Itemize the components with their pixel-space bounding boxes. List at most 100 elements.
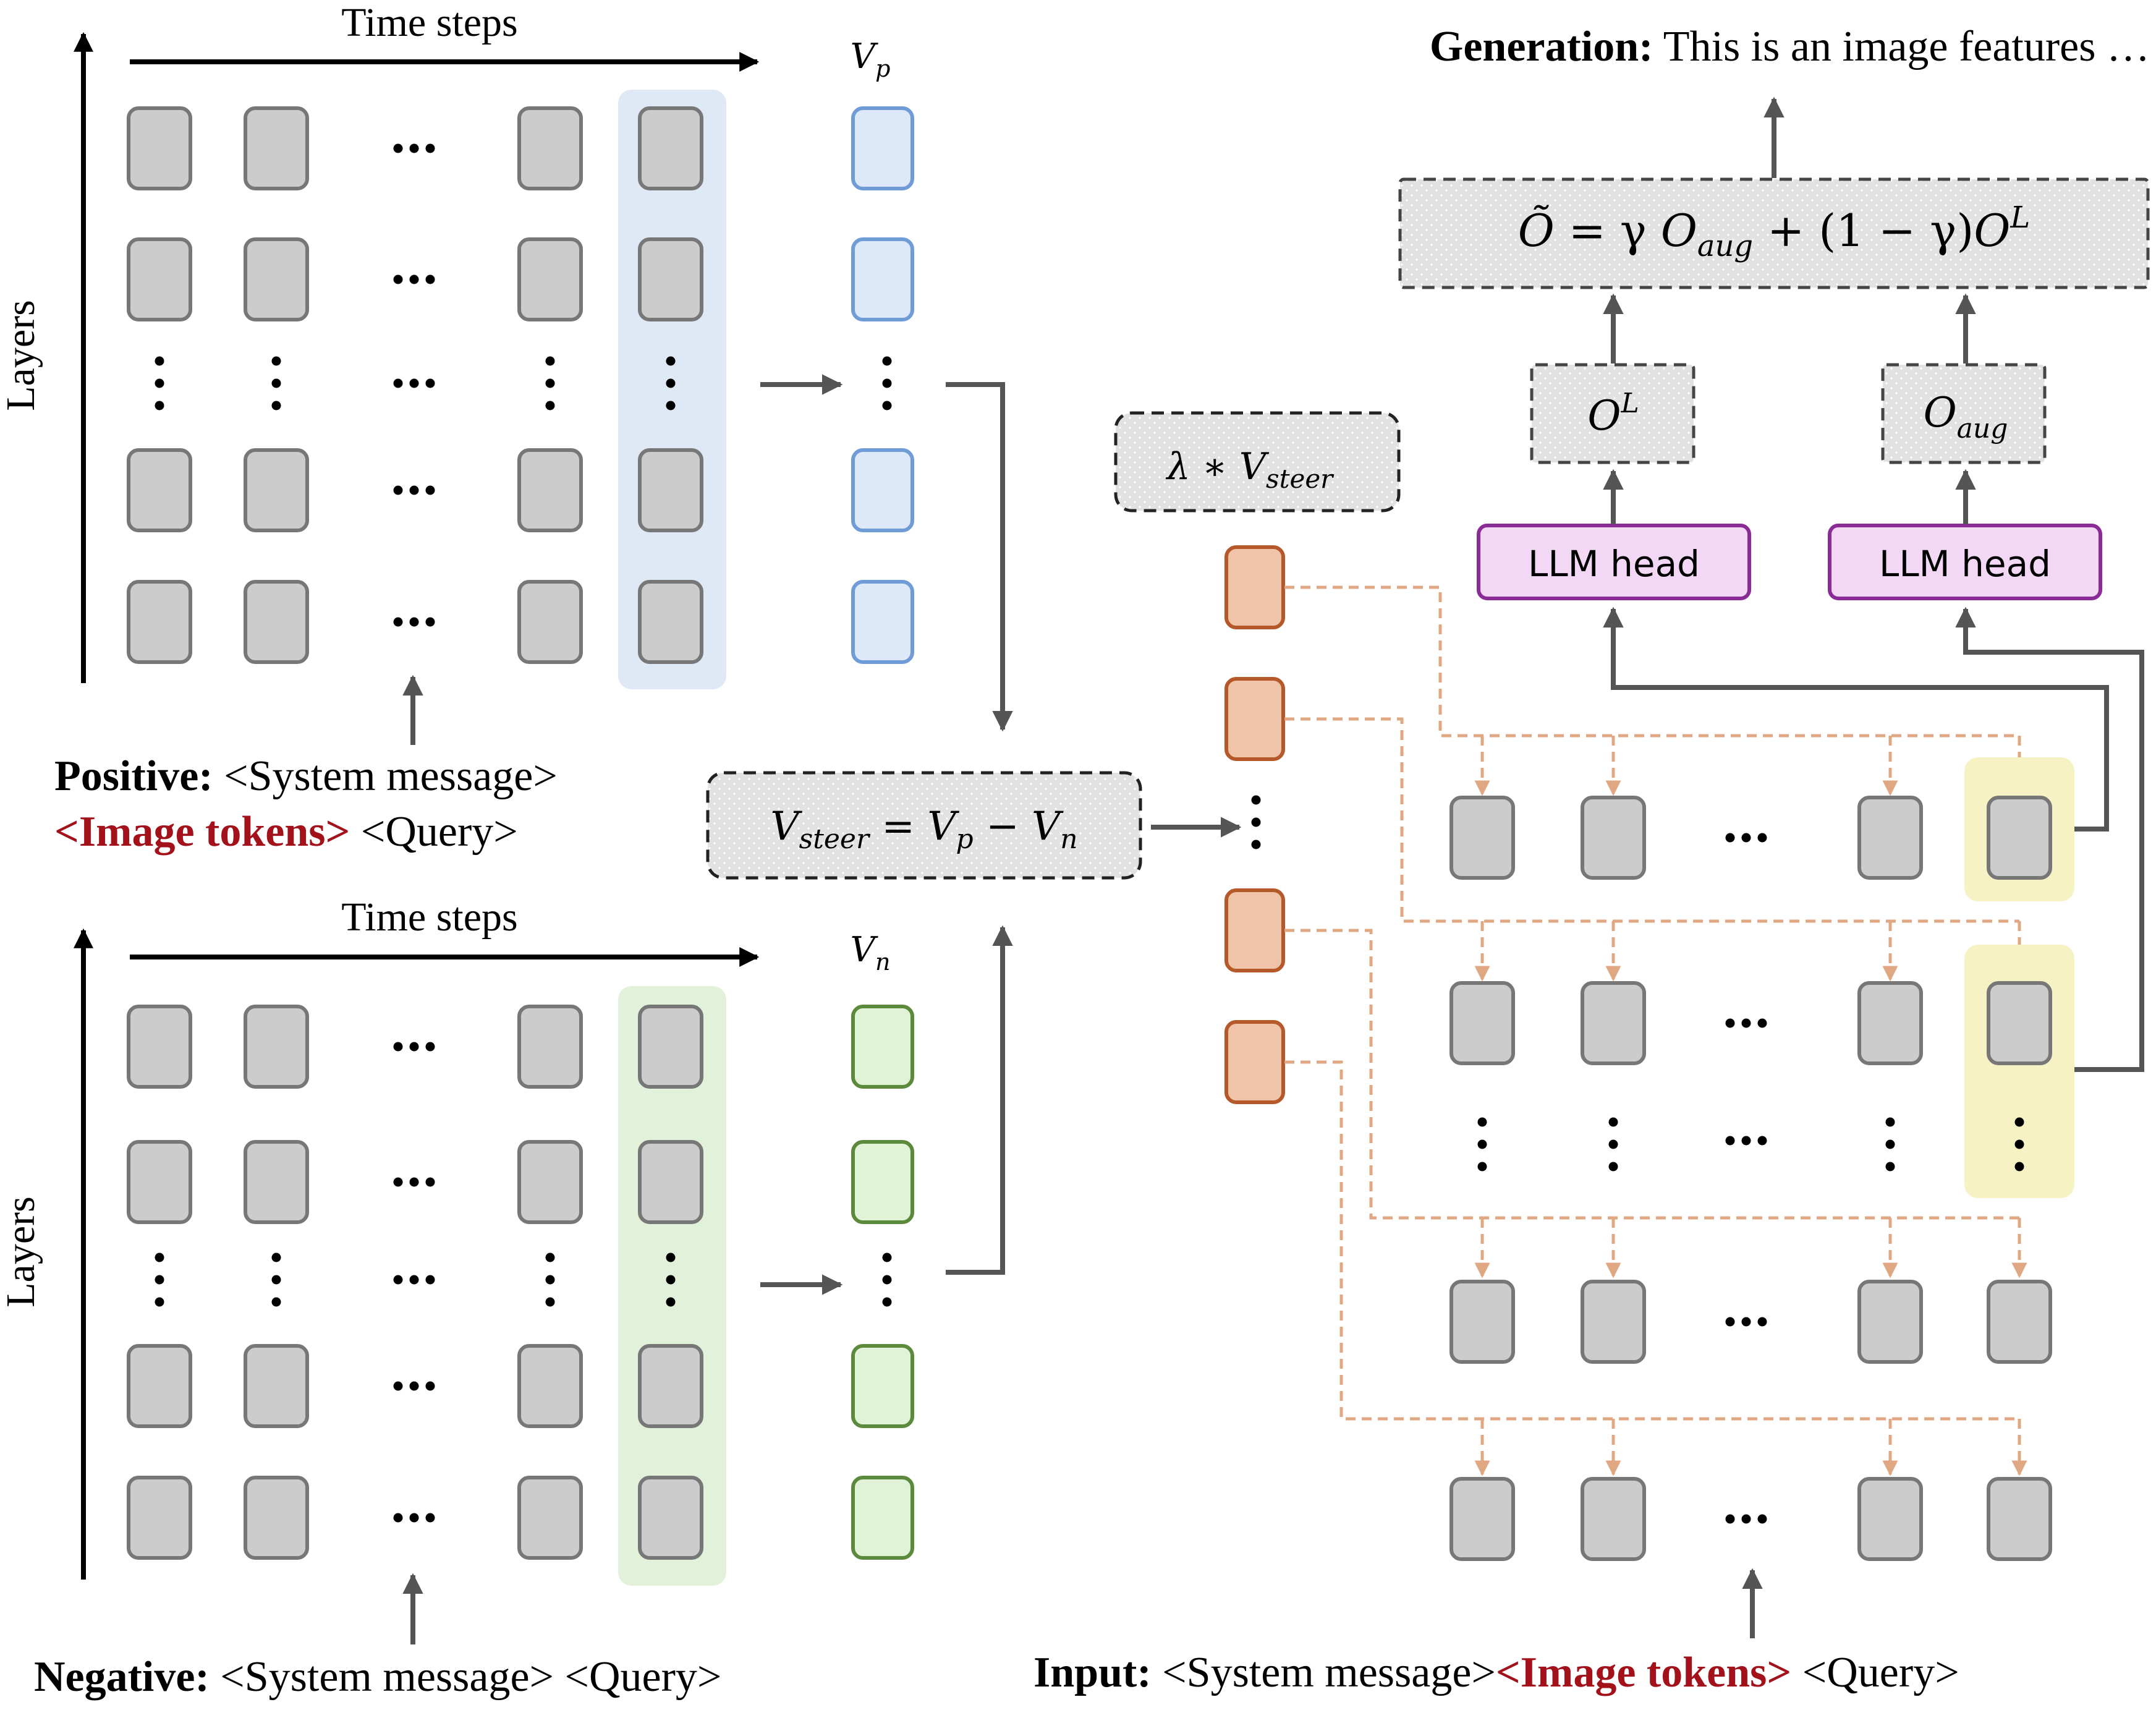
ellipsis-dots <box>425 1177 435 1187</box>
hidden-state-token <box>127 580 192 664</box>
hidden-state-token <box>127 1140 192 1224</box>
negative-layers-axis-label: Layers <box>0 1196 43 1308</box>
ellipsis-dots <box>155 378 164 388</box>
hidden-state-token <box>517 580 583 664</box>
hidden-state-token <box>244 237 309 321</box>
hidden-state-token <box>244 1476 309 1560</box>
injected-steer-vectors <box>1224 545 1285 1104</box>
ellipsis-dots <box>409 1042 419 1052</box>
ellipsis-dots <box>155 356 164 366</box>
ellipsis-dots <box>425 274 435 284</box>
ellipsis-dots <box>666 401 676 410</box>
ellipsis-dots <box>393 378 403 388</box>
ellipsis-dots <box>882 401 892 410</box>
ellipsis-dots <box>155 1275 164 1285</box>
model-hidden-state-token <box>1581 1280 1646 1364</box>
input-prompt: Input: <System message><Image tokens> <Q… <box>1033 1649 1959 1696</box>
ellipsis-dots <box>545 1253 555 1262</box>
ellipsis-dots <box>409 617 419 627</box>
ellipsis-dots <box>1608 1162 1618 1172</box>
ellipsis-dots <box>1741 833 1751 843</box>
negative-token-grid <box>127 1005 703 1560</box>
vn-to-steer-connector <box>946 925 1013 1275</box>
vector-token <box>851 1476 914 1560</box>
top-layer-to-llm-head-left <box>1603 606 2109 832</box>
hidden-state-token <box>517 1476 583 1560</box>
model-hidden-state-token <box>1987 981 2052 1065</box>
ellipsis-dots <box>271 356 281 366</box>
model-hidden-state-token <box>1449 796 1515 880</box>
negative-highlight-column <box>618 986 726 1586</box>
steer-section: Vsteer = Vp − Vn λ ∗ Vsteer <box>706 382 2027 1476</box>
hidden-state-token <box>244 448 309 532</box>
hidden-state-token <box>638 1476 703 1560</box>
ellipsis-dots <box>425 485 435 495</box>
ellipsis-dots <box>425 1042 435 1052</box>
model-hidden-state-token <box>1857 796 1923 880</box>
injection-dashed-line <box>1284 585 2019 738</box>
hidden-state-token <box>517 1344 583 1428</box>
model-hidden-state-token <box>1449 981 1515 1065</box>
vector-token <box>851 106 914 190</box>
oaug-label: Oaug <box>1924 389 2008 445</box>
ellipsis-dots <box>545 401 555 410</box>
hidden-state-token <box>127 1344 192 1428</box>
ellipsis-dots <box>271 1275 281 1285</box>
ellipsis-dots <box>666 356 676 366</box>
hidden-state-token <box>638 106 703 190</box>
generation-text: Generation: This is an image features … <box>1430 23 2150 70</box>
model-hidden-state-token <box>1987 1280 2052 1364</box>
steer-formula-box <box>706 771 1142 880</box>
ellipsis-dots <box>1741 1136 1751 1146</box>
vector-token <box>851 1005 914 1089</box>
ellipsis-dots <box>1725 833 1735 843</box>
positive-prompt-line1: Positive: <System message> <box>54 752 558 800</box>
injection-dashed-line <box>1284 1060 2019 1421</box>
lambda-formula: λ ∗ Vsteer <box>1166 445 1335 494</box>
ellipsis-dots <box>393 1275 403 1285</box>
hidden-state-token <box>638 1140 703 1224</box>
ellipsis-dots <box>1725 1317 1735 1327</box>
steer-vector-token <box>1224 888 1285 972</box>
model-hidden-state-token <box>1581 981 1646 1065</box>
ellipsis-dots <box>1757 1317 1767 1327</box>
model-hidden-state-token <box>1987 1477 2052 1561</box>
ellipsis-dots <box>1608 1139 1618 1149</box>
ellipsis-dots <box>545 356 555 366</box>
ellipsis-dots <box>545 378 555 388</box>
hidden-state-token <box>517 106 583 190</box>
steer-vector-token <box>1224 545 1285 629</box>
ellipsis-dots <box>1477 1162 1487 1172</box>
ellipsis-dots <box>882 1275 892 1285</box>
ellipsis-dots <box>409 274 419 284</box>
ellipsis-dots <box>271 1297 281 1307</box>
ellipsis-dots <box>393 143 403 153</box>
positive-layers-axis-label: Layers <box>0 300 43 411</box>
ellipsis-dots <box>393 274 403 284</box>
steer-vector-token <box>1224 1020 1285 1104</box>
hidden-state-token <box>244 1344 309 1428</box>
ellipsis-dots <box>393 1381 403 1391</box>
ellipsis-dots <box>2014 1117 2024 1127</box>
ellipsis-dots <box>1741 1018 1751 1028</box>
vp-to-steer-connector <box>946 382 1013 732</box>
vector-token <box>851 1140 914 1224</box>
ellipsis-dots <box>393 617 403 627</box>
ellipsis-dots <box>1725 1136 1735 1146</box>
hidden-state-token <box>517 1005 583 1089</box>
positive-vector-label: Vp <box>851 36 891 82</box>
ellipsis-dots <box>545 1275 555 1285</box>
positive-vector-column <box>851 106 914 664</box>
ol-box <box>1530 363 1696 464</box>
hidden-state-token <box>638 237 703 321</box>
ellipsis-dots <box>271 1253 281 1262</box>
ellipsis-dots <box>409 1381 419 1391</box>
ellipsis-dots <box>425 1513 435 1523</box>
model-hidden-state-token <box>1857 981 1923 1065</box>
output-formula: Õ = γ Oaug + (1 − γ)OL <box>1518 200 2031 263</box>
negative-time-axis-label: Time steps <box>341 895 517 940</box>
ellipsis-dots <box>1477 1117 1487 1127</box>
injection-dashed-lines <box>1284 585 2027 1476</box>
hidden-state-token <box>517 448 583 532</box>
